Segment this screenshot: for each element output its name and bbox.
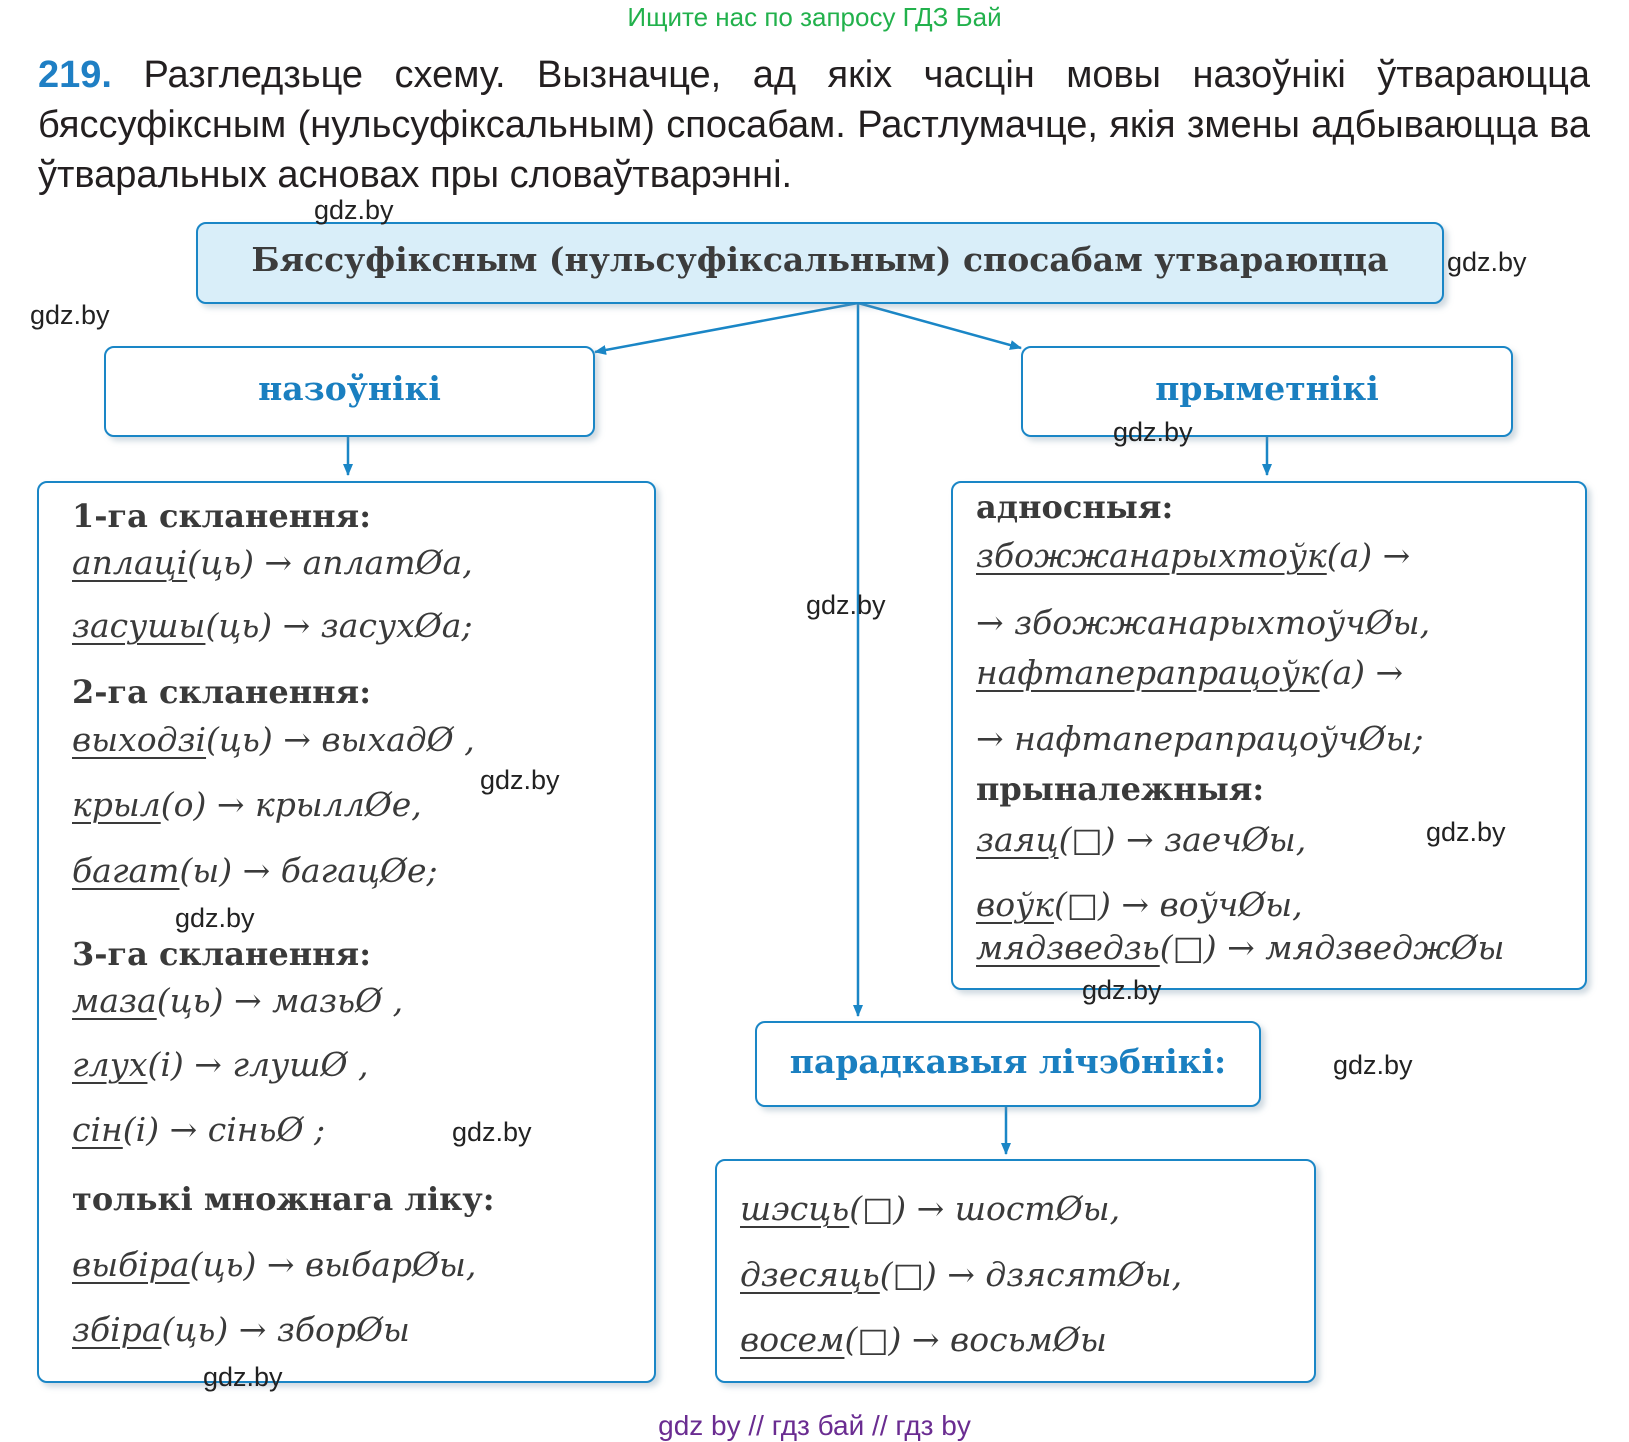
item-base: мядзведзь (976, 928, 1160, 967)
item-rest: → нафтаперапрацоўчØы; (976, 719, 1424, 758)
list-item: выбіра(ць) → выбарØы, (72, 1245, 476, 1284)
list-item: крыл(о) → крыллØе, (72, 785, 422, 824)
watermark: gdz.by (452, 1117, 532, 1147)
nouns-box: назоўнікі (104, 346, 595, 437)
item-base: збіра (72, 1310, 162, 1349)
search-banner: Ищите нас по запросу ГДЗ Бай (627, 2, 1002, 32)
list-item: глух(і) → глушØ , (72, 1045, 369, 1084)
list-item: мядзведзь(□) → мядзведжØы (976, 928, 1505, 967)
watermark: gdz.by (1113, 417, 1193, 447)
watermark: gdz.by (314, 195, 394, 225)
list-item: маза(ць) → мазьØ , (72, 981, 403, 1020)
watermark: gdz.by (1447, 247, 1527, 277)
item-rest: (ць) → выбарØы, (189, 1245, 477, 1284)
list-header: 1-га скланення: (72, 497, 371, 535)
arrow-to-nouns (594, 301, 859, 355)
watermark: gdz.by (806, 590, 886, 620)
item-base: восем (740, 1320, 845, 1359)
adjectives-box: прыметнікі (1021, 346, 1513, 437)
adjectives-list-box (951, 481, 1587, 990)
item-rest: → збожжанарыхтоўчØы, (976, 603, 1431, 642)
list-header: адносныя: (976, 488, 1174, 526)
item-base: нафтаперапрацоўк (976, 653, 1320, 692)
watermark: gdz.by (480, 765, 560, 795)
nouns-label: назоўнікі (258, 369, 441, 408)
watermark: gdz.by (1333, 1050, 1413, 1080)
list-item: заяц(□) → заечØы, (976, 820, 1306, 859)
watermark: gdz.by (203, 1362, 283, 1392)
title-label: Бяссуфіксным (нульсуфіксальным) спосабам… (251, 240, 1389, 279)
item-base: заяц (976, 820, 1059, 859)
arrow-to-adjectives (857, 301, 1022, 350)
list-header: 2-га скланення: (72, 673, 371, 711)
watermark: gdz.by (1082, 975, 1162, 1005)
task-paragraph: 219. Разгледзьце схему. Вызначце, ад які… (38, 50, 1590, 200)
list-item: багат(ы) → багацØе; (72, 851, 438, 890)
nouns-list-box (37, 481, 656, 1383)
list-item: засушы(ць) → засухØа; (72, 606, 473, 645)
list-header: 3-га скланення: (72, 935, 371, 973)
list-item: сін(і) → сіньØ ; (72, 1110, 325, 1149)
item-rest: (ць) → засухØа; (205, 606, 473, 645)
item-base: аплаці (72, 543, 188, 582)
item-base: багат (72, 851, 180, 890)
item-rest: (о) → крыллØе, (160, 785, 422, 824)
numerals-box: парадкавыя лічэбнікі: (755, 1021, 1261, 1107)
list-header: толькі множнага ліку: (72, 1180, 495, 1218)
task-text: Разгледзьце схему. Вызначце, ад якіх час… (38, 54, 1591, 196)
item-base: маза (72, 981, 157, 1020)
item-rest: (□) → шостØы, (849, 1189, 1121, 1228)
item-base: выходзі (72, 720, 207, 759)
item-rest: (а) → (1326, 536, 1411, 575)
adjectives-label: прыметнікі (1155, 369, 1379, 408)
item-rest: (ць) → зборØы (161, 1310, 410, 1349)
item-rest: (ць) → аплатØа, (187, 543, 473, 582)
list-item: шэсць(□) → шостØы, (740, 1189, 1120, 1228)
item-base: выбіра (72, 1245, 190, 1284)
list-item: выходзі(ць) → выхадØ , (72, 720, 475, 759)
list-item: нафтаперапрацоўк(а) → (976, 653, 1403, 692)
item-base: збожжанарыхтоўк (976, 536, 1327, 575)
item-rest: (□) → мядзведжØы (1159, 928, 1505, 967)
list-item: → збожжанарыхтоўчØы, (976, 603, 1430, 642)
item-rest: (□) → восьмØы (844, 1320, 1107, 1359)
list-item: збіра(ць) → зборØы (72, 1310, 410, 1349)
watermark: gdz.by (1426, 817, 1506, 847)
watermark: gdz.by (175, 903, 255, 933)
item-base: дзесяць (740, 1255, 880, 1294)
item-base: крыл (72, 785, 161, 824)
watermark: gdz.by (30, 300, 110, 330)
item-rest: (ць) → мазьØ , (156, 981, 404, 1020)
item-rest: (ць) → выхадØ , (206, 720, 475, 759)
item-rest: (і) → сіньØ ; (122, 1110, 326, 1149)
footer-links: gdz by // гдз бай // гдз by (658, 1410, 971, 1441)
item-rest: (□) → дзясятØы, (879, 1255, 1183, 1294)
item-base: воўк (976, 885, 1054, 924)
item-base: засушы (72, 606, 206, 645)
list-item: → нафтаперапрацоўчØы; (976, 719, 1424, 758)
item-rest: (□) → воўчØы, (1053, 885, 1303, 924)
item-rest: (ы) → багацØе; (179, 851, 438, 890)
item-rest: (□) → заечØы, (1058, 820, 1307, 859)
item-rest: (а) → (1319, 653, 1404, 692)
list-item: дзесяць(□) → дзясятØы, (740, 1255, 1182, 1294)
item-base: шэсць (740, 1189, 850, 1228)
title-box: Бяссуфіксным (нульсуфіксальным) спосабам… (196, 222, 1444, 304)
list-item: збожжанарыхтоўк(а) → (976, 536, 1410, 575)
list-item: восем(□) → восьмØы (740, 1320, 1107, 1359)
list-item: аплаці(ць) → аплатØа, (72, 543, 473, 582)
task-number: 219. (38, 54, 112, 96)
item-base: глух (72, 1045, 148, 1084)
list-item: воўк(□) → воўчØы, (976, 885, 1303, 924)
numerals-list-box (715, 1159, 1316, 1383)
numerals-label: парадкавыя лічэбнікі: (789, 1042, 1227, 1081)
item-rest: (і) → глушØ , (147, 1045, 369, 1084)
list-header: прыналежныя: (976, 770, 1265, 808)
item-base: сін (72, 1110, 123, 1149)
